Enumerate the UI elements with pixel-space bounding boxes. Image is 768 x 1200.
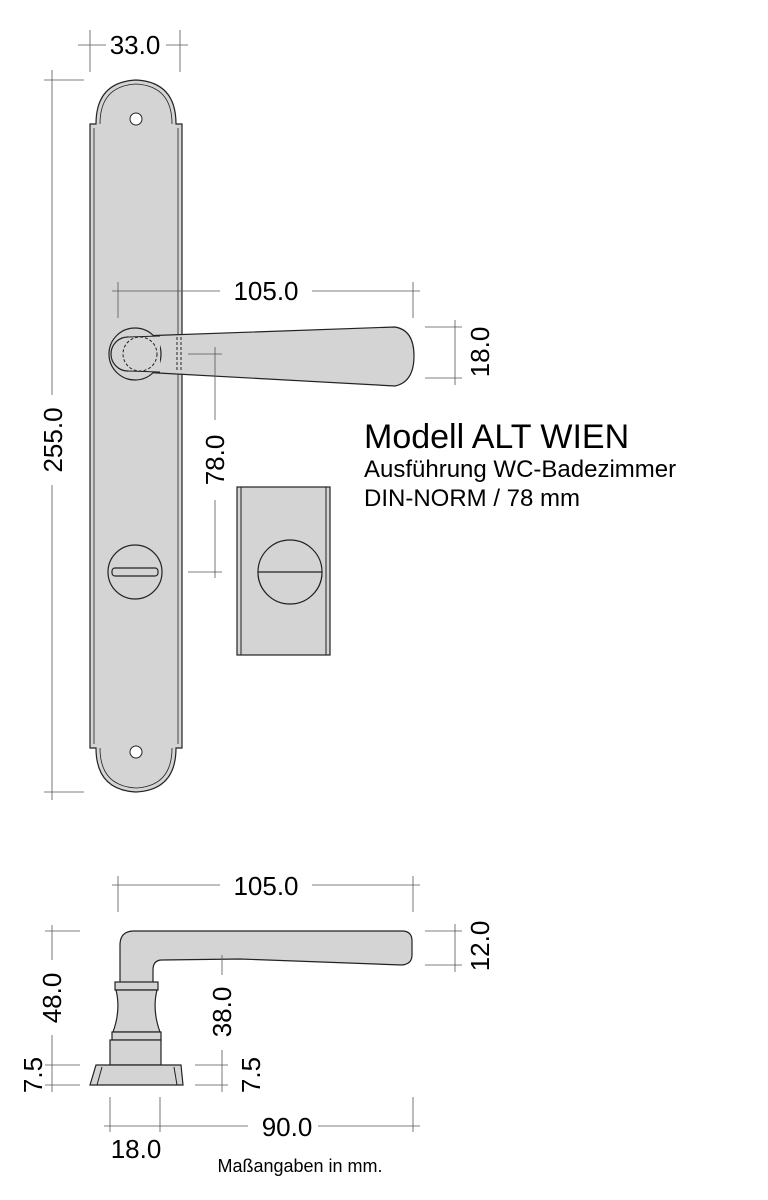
lever-front bbox=[108, 326, 415, 387]
dim-label: 12.0 bbox=[465, 921, 495, 972]
dim-label: 7.5 bbox=[236, 1057, 266, 1093]
model-title: Modell ALT WIEN bbox=[364, 418, 629, 456]
dim-label: 38.0 bbox=[207, 987, 237, 1038]
dim-lever-height: 18.0 bbox=[425, 320, 495, 385]
dim-neck-height: 38.0 7.5 bbox=[195, 955, 266, 1093]
dim-plate-width: 33.0 bbox=[78, 30, 188, 72]
wc-turn-knob bbox=[107, 544, 163, 600]
back-plate bbox=[89, 79, 183, 793]
dim-label: 90.0 bbox=[262, 1112, 313, 1142]
outer-plate bbox=[236, 486, 331, 656]
dim-label: 255.0 bbox=[38, 407, 68, 472]
units-note: Maßangaben in mm. bbox=[217, 1156, 382, 1176]
dim-label: 105.0 bbox=[233, 871, 298, 901]
dim-label: 33.0 bbox=[110, 30, 161, 60]
dim-label: 7.5 bbox=[18, 1057, 48, 1093]
dim-lever-thickness: 12.0 bbox=[425, 921, 495, 972]
dim-label: 105.0 bbox=[233, 276, 298, 306]
dim-total-height: 48.0 7.5 bbox=[18, 925, 80, 1093]
dim-label: 78.0 bbox=[200, 435, 230, 486]
lever-side bbox=[89, 930, 413, 1086]
screw-hole-top bbox=[129, 112, 143, 126]
dim-label: 48.0 bbox=[37, 973, 67, 1024]
norm-label: DIN-NORM / 78 mm bbox=[364, 485, 580, 512]
dim-reach: 90.0 18.0 bbox=[104, 1097, 420, 1164]
dim-label: 18.0 bbox=[111, 1134, 162, 1164]
dim-plate-height: 255.0 bbox=[38, 70, 84, 800]
variant-label: Ausführung WC-Badezimmer bbox=[364, 456, 676, 483]
dim-distance: 78.0 bbox=[188, 347, 230, 578]
dim-lever-length: 105.0 bbox=[112, 276, 420, 318]
dim-side-lever-length: 105.0 bbox=[112, 871, 420, 912]
screw-hole-bottom bbox=[129, 745, 143, 759]
dim-label: 18.0 bbox=[465, 327, 495, 378]
